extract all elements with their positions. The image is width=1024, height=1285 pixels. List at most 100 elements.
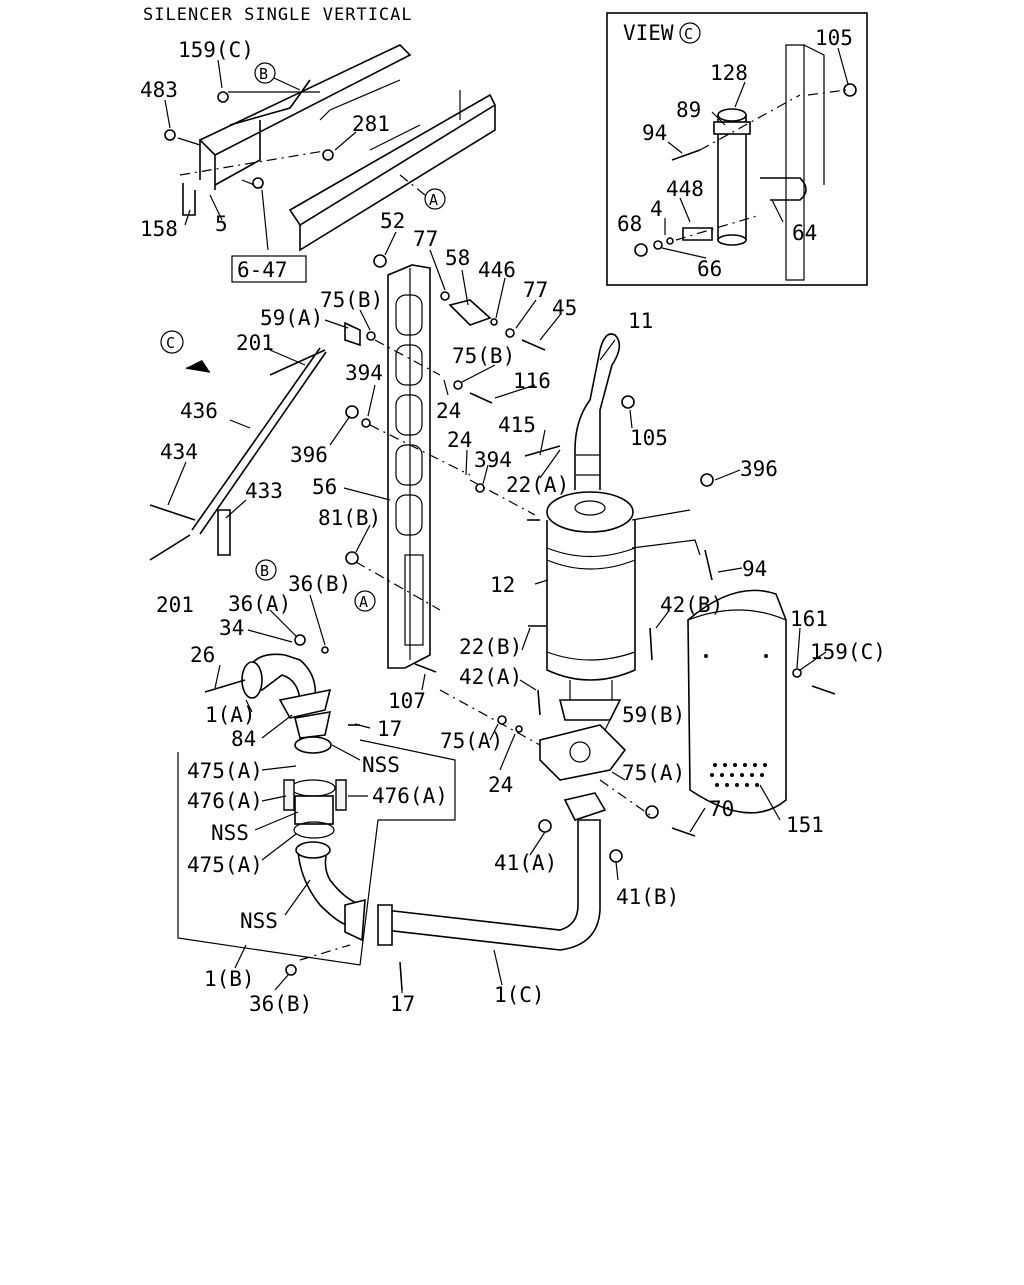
label-159c-top: 159(C)	[178, 38, 254, 62]
label-483: 483	[140, 78, 178, 102]
bracket-59b	[497, 715, 696, 863]
label-24-b: 24	[447, 428, 472, 452]
label-77-a: 77	[413, 227, 438, 251]
label-view-66: 66	[697, 257, 722, 281]
label-59a: 59(A)	[260, 306, 323, 330]
view-clamp	[713, 121, 751, 135]
label-36a: 36(A)	[228, 592, 291, 616]
circle-b-top-letter: B	[259, 65, 268, 83]
label-36b-top: 36(B)	[288, 572, 351, 596]
pipe-1c	[384, 819, 601, 951]
label-107: 107	[388, 689, 426, 713]
label-475a-1: 475(A)	[187, 759, 263, 783]
view-c-circle-icon	[679, 22, 701, 44]
stay-rod-436: C B A	[149, 330, 376, 612]
label-41a: 41(A)	[494, 851, 557, 875]
label-396-b: 396	[740, 457, 778, 481]
label-94-main: 94	[742, 557, 767, 581]
view-c-letter: C	[684, 25, 693, 43]
diagram-title: SILENCER SINGLE VERTICAL	[143, 5, 413, 25]
label-nss-2: NSS	[211, 821, 249, 845]
label-151: 151	[786, 813, 824, 837]
bracket-158	[182, 183, 196, 216]
circle-a-top-icon	[424, 188, 446, 210]
label-476a-1: 476(A)	[187, 789, 263, 813]
label-436: 436	[180, 399, 218, 423]
label-view-68: 68	[617, 212, 642, 236]
elbow-pipe-1a	[244, 653, 317, 701]
label-394-b: 394	[474, 448, 512, 472]
label-42a: 42(A)	[459, 665, 522, 689]
view-c-inset: VIEW C 105 128 89 94	[606, 12, 868, 286]
label-1a: 1(A)	[205, 703, 256, 727]
view-c-title: VIEW	[623, 21, 674, 45]
circle-b-mid-icon	[255, 559, 277, 581]
heat-cover-151	[687, 589, 836, 814]
label-24-c: 24	[488, 773, 513, 797]
label-26: 26	[190, 643, 215, 667]
label-58: 58	[445, 246, 470, 270]
label-view-448: 448	[666, 177, 704, 201]
label-396-a: 396	[290, 443, 328, 467]
label-158: 158	[140, 217, 178, 241]
label-22b: 22(B)	[459, 635, 522, 659]
label-81b: 81(B)	[318, 506, 381, 530]
label-nss-1: NSS	[362, 753, 400, 777]
label-75b-1: 75(B)	[320, 288, 383, 312]
view-u-bolt	[760, 177, 807, 201]
label-105-main: 105	[630, 426, 668, 450]
label-159c-right: 159(C)	[810, 640, 886, 664]
circle-c-letter: C	[166, 334, 175, 352]
label-24-a: 24	[436, 399, 461, 423]
label-22a: 22(A)	[506, 473, 569, 497]
label-394-a: 394	[345, 361, 383, 385]
silencer-body-12	[546, 520, 636, 681]
circle-a-top-letter: A	[429, 191, 438, 209]
label-17-a: 17	[377, 717, 402, 741]
label-nss-3: NSS	[240, 909, 278, 933]
ref-box-text: 6-47	[237, 258, 288, 282]
label-281: 281	[352, 112, 390, 136]
label-1c: 1(C)	[494, 983, 545, 1007]
label-17-b: 17	[390, 992, 415, 1016]
label-75a-1: 75(A)	[440, 729, 503, 753]
label-5: 5	[215, 212, 228, 236]
label-59b: 59(B)	[622, 703, 685, 727]
label-view-89: 89	[676, 98, 701, 122]
label-75b-2: 75(B)	[452, 344, 515, 368]
label-161: 161	[790, 607, 828, 631]
label-view-105: 105	[815, 26, 853, 50]
label-52: 52	[380, 209, 405, 233]
mounting-plate-56	[387, 264, 431, 669]
tail-pipe-11	[574, 333, 621, 490]
leader-lines	[167, 231, 827, 993]
label-434: 434	[160, 440, 198, 464]
label-36b-bot: 36(B)	[249, 992, 312, 1016]
label-75a-2: 75(A)	[622, 761, 685, 785]
label-view-128: 128	[710, 61, 748, 85]
label-41b: 41(B)	[616, 885, 679, 909]
label-475a-2: 475(A)	[187, 853, 263, 877]
silencer-assembly	[524, 333, 714, 721]
label-11: 11	[628, 309, 653, 333]
part-labels: 52 77 58 446 77 45 59(A) 75(B) 201 75(B)…	[156, 209, 886, 1016]
plate-hardware	[344, 254, 546, 746]
label-12: 12	[490, 573, 515, 597]
circle-b-top-icon	[254, 62, 276, 84]
label-view-4: 4	[650, 197, 663, 221]
label-433: 433	[245, 479, 283, 503]
exhaust-pipes	[177, 634, 601, 991]
label-84: 84	[231, 727, 256, 751]
circle-a-mid-letter: A	[359, 593, 368, 611]
label-116: 116	[513, 369, 551, 393]
label-70: 70	[709, 797, 734, 821]
label-1b: 1(B)	[204, 967, 255, 991]
label-view-64: 64	[792, 221, 817, 245]
circle-c-icon	[160, 330, 184, 354]
label-45: 45	[552, 296, 577, 320]
view-c-frame	[606, 12, 868, 286]
label-56: 56	[312, 475, 337, 499]
label-446: 446	[478, 258, 516, 282]
